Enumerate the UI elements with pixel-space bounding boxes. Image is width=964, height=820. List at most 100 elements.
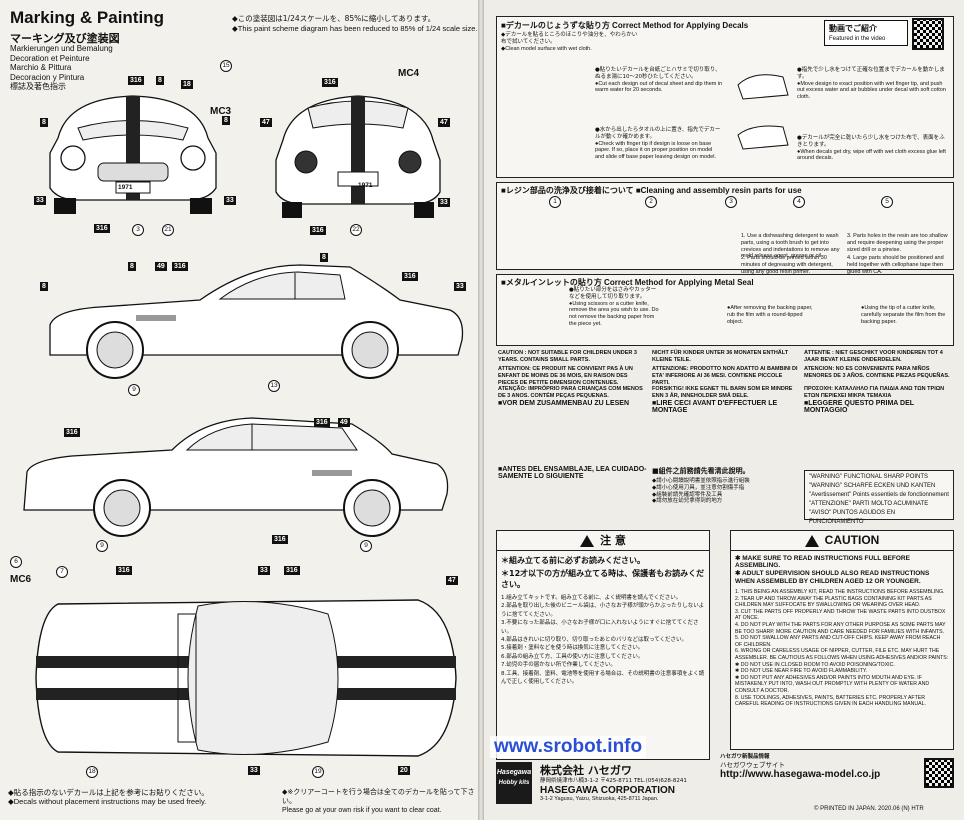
warning-de: NICHT FÜR KINDER UNTER 36 MONATEN ENTHÄL… <box>652 350 789 363</box>
part-callout: 316 <box>128 76 144 85</box>
metal-step-1: ●貼りたい部分をはさみやカッターなどを使用して切り取ります。 ●Using sc… <box>569 287 659 327</box>
part-callout: 8 <box>222 116 230 125</box>
before-assembly-zh: ■組件之前務請先看清此說明。 <box>652 467 750 475</box>
before-assembly-it: ■LEGGERE QUESTO PRIMA DEL MONTAGGIO <box>804 400 914 414</box>
part-callout: 8 <box>40 118 48 127</box>
part-callout: 49 <box>155 262 167 271</box>
front-plate: 1971 <box>118 184 133 191</box>
part-callout: 316 <box>116 566 132 575</box>
warning-nl: ATTENTIE : NIET GESCHIKT VOOR KINDEREN T… <box>804 350 943 363</box>
warning-gr: ΠΡΟΣΟΧΗ: ΚΑΤΑΛΛΗΛΟ ΓΙΑ ΠΑΙΔΙΑ ΑΝΩ ΤΩΝ ΤΡ… <box>804 386 945 399</box>
caution-jp-list: 1.組み立てキットです。組み立てる前に、よく説明書を読んでください。 2.部品を… <box>501 595 705 686</box>
before-assembly-de: ■VOR DEM ZUSAMMENBAU ZU LESEN <box>498 400 630 407</box>
website-qr-code[interactable] <box>924 758 954 788</box>
decal-step-1: ◆デカールを貼るところのほこりや油分を、やわらかい布で拭いてください。 ◆Cle… <box>501 32 638 52</box>
part-callout-11: 15 <box>220 60 232 72</box>
video-qr-code[interactable] <box>912 18 944 50</box>
part-callout-circle: 9 <box>96 540 108 552</box>
side-view-bottom <box>23 417 449 537</box>
decal-step-3: ●水から出したらタオルの上に置き、指先でデカールが動くか確かめます。 ●Chec… <box>595 127 721 161</box>
website-info: ハセガワ新製品情報 ハセガワウェブサイト http://www.hasegawa… <box>720 754 916 780</box>
warning-it: ATTENZIONE: PRODOTTO NON ADATTO AI BAMBI… <box>652 366 798 386</box>
part-callout-circle: 9 <box>128 384 140 396</box>
warning-triangle-icon <box>580 535 595 547</box>
caution-jp-box: 注 意 ＊組み立てる前に必ずお読みください。 ＊12才以下の方が組み立てる時は、… <box>496 530 710 760</box>
part-callout: 316 <box>402 272 418 281</box>
part-callout: 33 <box>224 196 236 205</box>
decal-step-4: ●指先で少し水をつけて正確な位置までデカールを動かします。 ●Move desi… <box>797 67 946 101</box>
top-view-drawing <box>35 599 457 757</box>
part-callout: 316 <box>314 418 330 427</box>
part-callout: 8 <box>156 76 164 85</box>
part-callout: 8 <box>320 253 328 262</box>
part-callout: 316 <box>322 78 338 87</box>
marking-painting-page: Marking & Painting マーキング及び塗装図 Markierung… <box>0 0 478 820</box>
website-url[interactable]: http://www.hasegawa-model.co.jp <box>720 768 881 780</box>
part-callout-circle: 19 <box>312 766 324 778</box>
part-callout-6: 6 <box>10 556 22 568</box>
part-callout: 316 <box>94 224 110 233</box>
part-callout-circle: 9 <box>360 540 372 552</box>
part-callout-7: 7 <box>56 566 68 578</box>
print-info: © PRINTED IN JAPAN. 2020.06 (N) HTR <box>814 806 924 812</box>
part-callout: 316 <box>310 226 326 235</box>
zh-notes: ◆請小心閱讀說明書並依照指示進行組裝 ◆請小心使用刀具，並注意勿割傷手指 ◆組裝… <box>652 478 750 505</box>
instructions-page: ■デカールのじょうずな貼り方 Correct Method for Applyi… <box>484 0 964 820</box>
front-view-drawing <box>49 95 217 214</box>
part-callout-circle: 3 <box>132 224 144 236</box>
part-callout: 8 <box>128 262 136 271</box>
warning-es: ATENCION: NO ES CONVENIENTE PARA NIÑOS M… <box>804 366 950 379</box>
metal-seal-section: ■メタルインレットの貼り方 Correct Method for Applyin… <box>496 274 954 346</box>
caution-en-title: CAUTION <box>731 531 953 551</box>
sharp-points-warning: "WARNING" FUNCTIONAL SHARP POINTS "WARNI… <box>804 470 954 525</box>
part-callout: 316 <box>284 566 300 575</box>
page-fold <box>478 0 484 820</box>
part-callout: 33 <box>258 566 270 575</box>
mc4-label: MC4 <box>398 68 420 79</box>
part-callout-circle: 22 <box>350 224 362 236</box>
decal-step-5: ●デカールが完全に乾いたら少し水をつけた布で、表面をふきとります。 ●When … <box>797 135 946 162</box>
page-title-jp: マーキング及び塗装図 <box>10 32 120 45</box>
hasegawa-logo: Hasegawa Hobby kits <box>496 762 532 804</box>
part-callout: 33 <box>438 198 450 207</box>
title-translations: Markierungen und Bemalung Decoration et … <box>10 44 113 91</box>
part-callout: 8 <box>40 282 48 291</box>
mc6-label: MC6 <box>10 574 32 585</box>
warning-sv: FORSIKTIG! IKKE EGNET TIL BARN SOM ER MI… <box>652 386 793 399</box>
watermark-text: www.srobot.info <box>490 736 647 758</box>
part-callout: 316 <box>272 535 288 544</box>
part-callout: 18 <box>181 80 193 89</box>
caution-jp-title: 注 意 <box>497 531 709 551</box>
part-callout: 33 <box>248 766 260 775</box>
caution-en-list: 1. THIS BEING AN ASSEMBLY KIT, READ THE … <box>735 589 949 708</box>
part-callout: 20 <box>398 766 410 775</box>
part-callout: 47 <box>260 118 272 127</box>
scale-note: ◆この塗装図は1/24スケールを、85%に縮小してあります。 ◆This pai… <box>232 14 478 33</box>
warning-triangle-icon <box>804 534 819 547</box>
rear-view-drawing <box>275 95 441 218</box>
company-info: 株式会社 ハセガワ 静岡県焼津市八楠3-1-2 〒425-8711 TEL.(0… <box>540 764 687 802</box>
part-callout: 316 <box>172 262 188 271</box>
warning-fr: ATTENTION: CE PRODUIT NE CONVIENT PAS À … <box>498 366 633 386</box>
rear-plate: 1971 <box>358 182 373 189</box>
part-callout: 49 <box>338 418 350 427</box>
before-assembly-fr: ■LIRE CECI AVANT D'EFFECTUER LE MONTAGE <box>652 400 778 414</box>
footer-note-clear: ◆※クリアーコートを行う場合は全てのデカールを貼って下さい。 Please go… <box>282 788 475 814</box>
part-callout-circle: 18 <box>86 766 98 778</box>
part-callout: 33 <box>34 196 46 205</box>
part-callout-circle: 13 <box>268 380 280 392</box>
before-assembly-es: ■ANTES DEL ENSAMBLAJE, LEA CUIDADO-SAMEN… <box>498 466 647 480</box>
part-callout: 33 <box>454 282 466 291</box>
caution-en-box: CAUTION ✱ MAKE SURE TO READ INSTRUCTIONS… <box>730 530 954 750</box>
decal-illustration <box>737 74 789 150</box>
page-title: Marking & Painting <box>10 8 164 27</box>
video-badge[interactable]: 動画でご紹介 Featured in the video <box>824 20 908 46</box>
decal-step-2: ●貼りたいデカールを台紙ごとハサミで切り取り、ぬるま湯に10〜20秒ひたしてくだ… <box>595 67 723 94</box>
side-view-top <box>49 264 464 379</box>
part-callout: 47 <box>446 576 458 585</box>
part-callout-circle: 21 <box>162 224 174 236</box>
part-callout: 316 <box>64 428 80 437</box>
resin-section: ■レジン部品の洗浄及び接着について ■Cleaning and assembly… <box>496 182 954 275</box>
warning-en: CAUTION : NOT SUITABLE FOR CHILDREN UNDE… <box>498 350 637 363</box>
footer-note: ◆貼る指示のないデカールは上記を参考にお貼りください。 ◆Decals with… <box>8 788 209 806</box>
